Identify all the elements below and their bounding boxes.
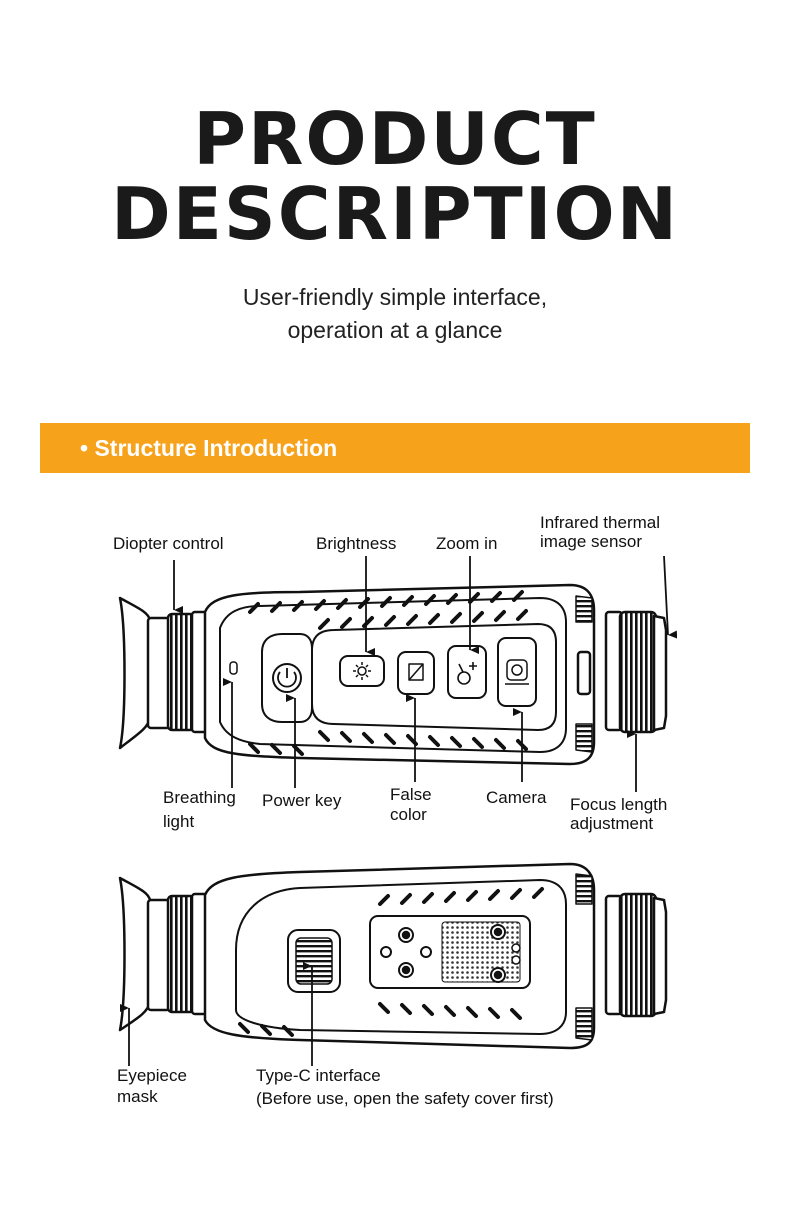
eyepiece-mask-icon [118, 596, 152, 750]
diopter-ring-icon [166, 612, 196, 732]
bullet-icon: • [80, 435, 89, 461]
label-breathing-line1: Breathing [163, 788, 236, 807]
device-top-view [118, 583, 668, 766]
label-brightness: Brightness [316, 534, 397, 553]
subtitle-line1: User-friendly simple interface, [242, 284, 548, 310]
label-typec-line2: (Before use, open the safety cover first… [256, 1089, 554, 1108]
label-eyepiece-line1: Eyepiece [117, 1066, 187, 1085]
section-title: • Structure Introduction [80, 435, 337, 462]
label-focus-line2: adjustment [570, 814, 654, 833]
label-eyepiece-line2: mask [117, 1087, 158, 1106]
label-false-color-line2: color [390, 805, 427, 824]
label-camera: Camera [486, 788, 547, 807]
eyepiece-mask-bottom-icon [118, 876, 152, 1032]
label-focus-line1: Focus length [570, 795, 668, 814]
false-color-icon [408, 663, 424, 681]
label-sensor-line2: image sensor [540, 532, 643, 551]
page-title-line2: DESCRIPTION [110, 172, 679, 256]
label-breathing-line2: light [163, 812, 195, 831]
top-callout-arrows [173, 555, 678, 792]
brightness-icon [353, 662, 371, 680]
label-false-color-line1: False [390, 785, 432, 804]
bottom-callout-arrows [120, 962, 313, 1066]
device-bottom-view [118, 862, 668, 1050]
breathing-light-icon [229, 661, 238, 675]
label-sensor-line1: Infrared thermal [540, 513, 660, 532]
label-power-key: Power key [262, 791, 342, 810]
label-typec-line1: Type-C interface [256, 1066, 381, 1085]
page-title-line1: PRODUCT [193, 97, 597, 181]
zoom-in-icon [457, 662, 477, 685]
focus-ring-icon [618, 610, 658, 734]
camera-icon [505, 659, 529, 685]
subtitle-line2: operation at a glance [287, 317, 503, 343]
label-diopter-control: Diopter control [113, 534, 224, 553]
section-banner: • Structure Introduction [40, 423, 750, 473]
section-title-text: Structure Introduction [94, 435, 338, 461]
thermal-sensor-icon [652, 614, 668, 732]
label-zoom-in: Zoom in [436, 534, 498, 553]
